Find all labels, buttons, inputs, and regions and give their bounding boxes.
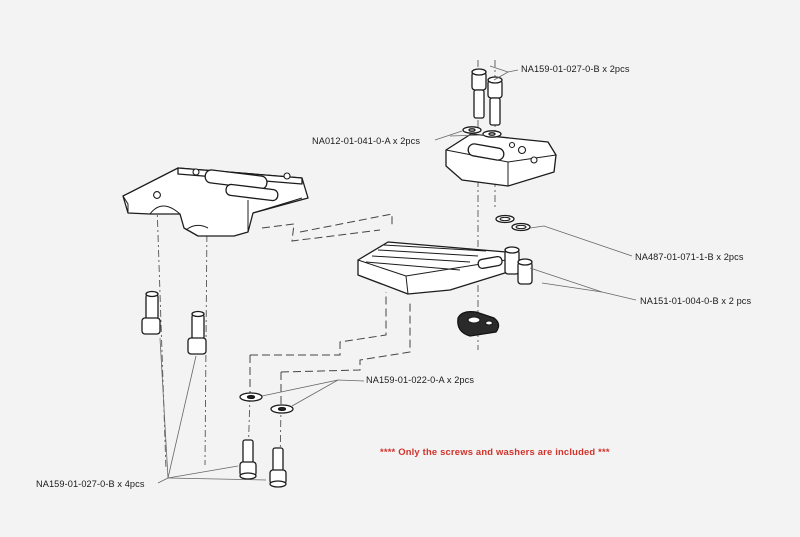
label-bottom-screws: NA159-01-027-0-B x 4pcs [36,479,145,489]
small-block [457,311,500,337]
leader-lines [157,65,637,484]
note-included-parts: **** Only the screws and washers are inc… [380,446,610,457]
label-top-washers: NA012-01-041-0-A x 2pcs [312,136,420,146]
left-standoffs [141,290,207,355]
standoffs [504,246,533,285]
label-top-screws: NA159-01-027-0-B x 2pcs [521,64,630,74]
assembly-routes [249,213,479,405]
top-right-bracket [445,133,557,187]
o-rings [495,214,531,232]
label-o-rings: NA487-01-071-1-B x 2pcs [635,252,744,262]
top-washers [462,126,502,138]
left-bracket [122,167,309,237]
part-labels: NA159-01-027-0-B x 2pcs NA012-01-041-0-A… [36,64,751,489]
bottom-screws [239,439,287,488]
lower-washers [239,392,294,414]
top-screws [471,68,503,126]
middle-plate [357,241,509,295]
label-lower-washers: NA159-01-022-0-A x 2pcs [366,375,474,385]
label-standoffs: NA151-01-004-0-B x 2 pcs [640,296,751,306]
